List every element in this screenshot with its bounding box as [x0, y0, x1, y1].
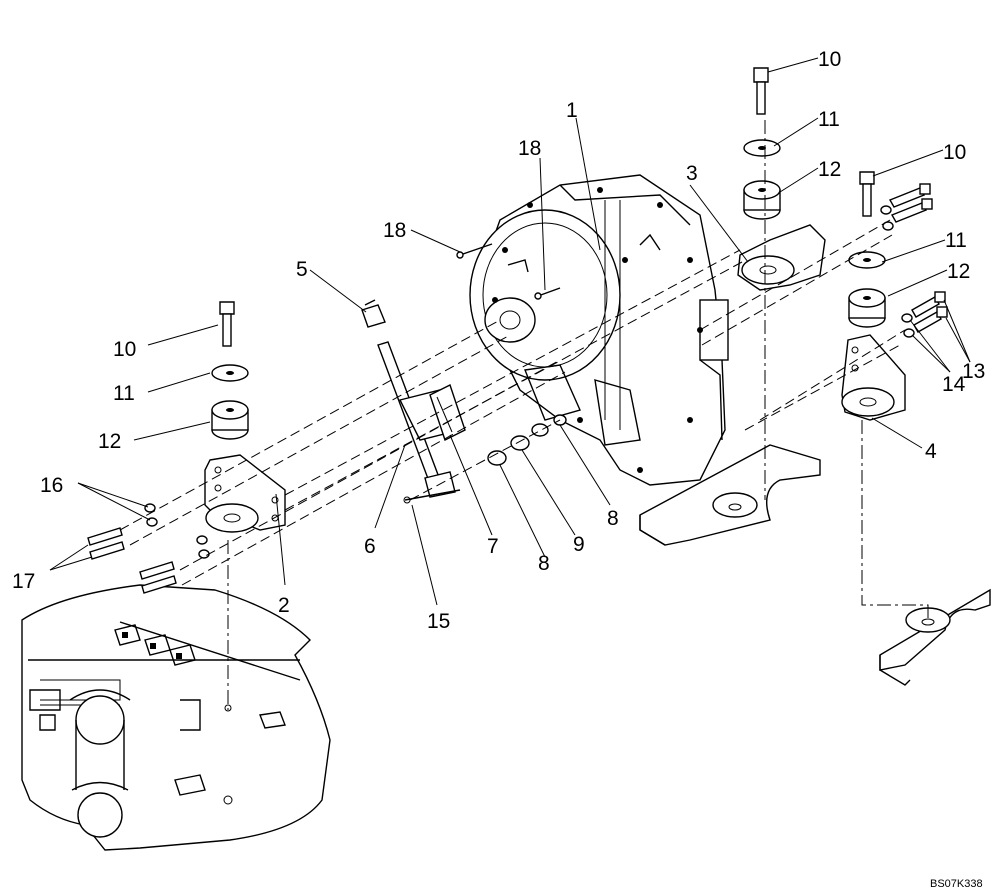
- callout-11a: 11: [818, 108, 840, 131]
- callout-11c: 11: [113, 382, 135, 405]
- callout-4: 4: [925, 440, 937, 463]
- callout-1: 1: [566, 99, 578, 122]
- bolts-17: [87, 527, 177, 594]
- isolator-12-left: [211, 400, 249, 440]
- lockwashers-16: [144, 503, 210, 559]
- mount-bracket-4: [841, 334, 906, 421]
- callout-6: 6: [364, 535, 376, 558]
- callout-18b: 18: [383, 219, 406, 242]
- callout-14: 14: [942, 373, 966, 396]
- callout-12a: 12: [818, 158, 841, 181]
- bolts-18: [456, 243, 561, 300]
- callout-2: 2: [278, 594, 290, 617]
- callout-12c: 12: [98, 430, 121, 453]
- alignment-lines: [119, 120, 929, 710]
- callout-13: 13: [962, 360, 985, 383]
- bolt-10-right: [859, 171, 875, 217]
- mount-bracket-2: [204, 454, 286, 533]
- callout-12b: 12: [947, 260, 970, 283]
- bolt-10-upper: [753, 67, 769, 115]
- leader-lines: [49, 57, 971, 606]
- mount-bracket-3: [737, 224, 826, 291]
- bolt-10-left: [219, 301, 235, 347]
- drawing-code: BS07K338: [930, 878, 983, 890]
- callout-17: 17: [12, 570, 35, 593]
- callout-8a: 8: [538, 552, 550, 575]
- frame-left: [21, 584, 331, 851]
- plate-7: [429, 384, 466, 441]
- transmission-assembly: [469, 174, 729, 486]
- callout-15: 15: [427, 610, 450, 633]
- isolator-12-upper: [743, 180, 781, 220]
- isolator-12-right: [848, 288, 886, 328]
- washer-11-left: [211, 364, 249, 382]
- bolts-upper-right: [880, 183, 933, 231]
- callout-16: 16: [40, 474, 63, 497]
- callout-5: 5: [296, 258, 308, 281]
- bolts-13: [911, 291, 948, 333]
- frame-rail-lower: [879, 588, 991, 686]
- callout-8b: 8: [607, 507, 619, 530]
- callout-7: 7: [487, 535, 499, 558]
- callout-labels: 1 2 3 4 5 6 7 8 8 9 10 10 10 11 11 11 12…: [12, 48, 985, 633]
- callout-11b: 11: [945, 229, 967, 252]
- callout-9: 9: [573, 533, 585, 556]
- callout-10c: 10: [113, 338, 136, 361]
- callout-3: 3: [686, 162, 698, 185]
- washer-11-right: [848, 251, 886, 269]
- callout-18a: 18: [518, 137, 541, 160]
- frame-rail-upper: [639, 444, 821, 546]
- fitting-5: [361, 299, 386, 328]
- washer-11-upper: [743, 139, 781, 157]
- callout-10a: 10: [818, 48, 841, 71]
- lockwashers-14: [901, 313, 915, 338]
- callout-10b: 10: [943, 141, 966, 164]
